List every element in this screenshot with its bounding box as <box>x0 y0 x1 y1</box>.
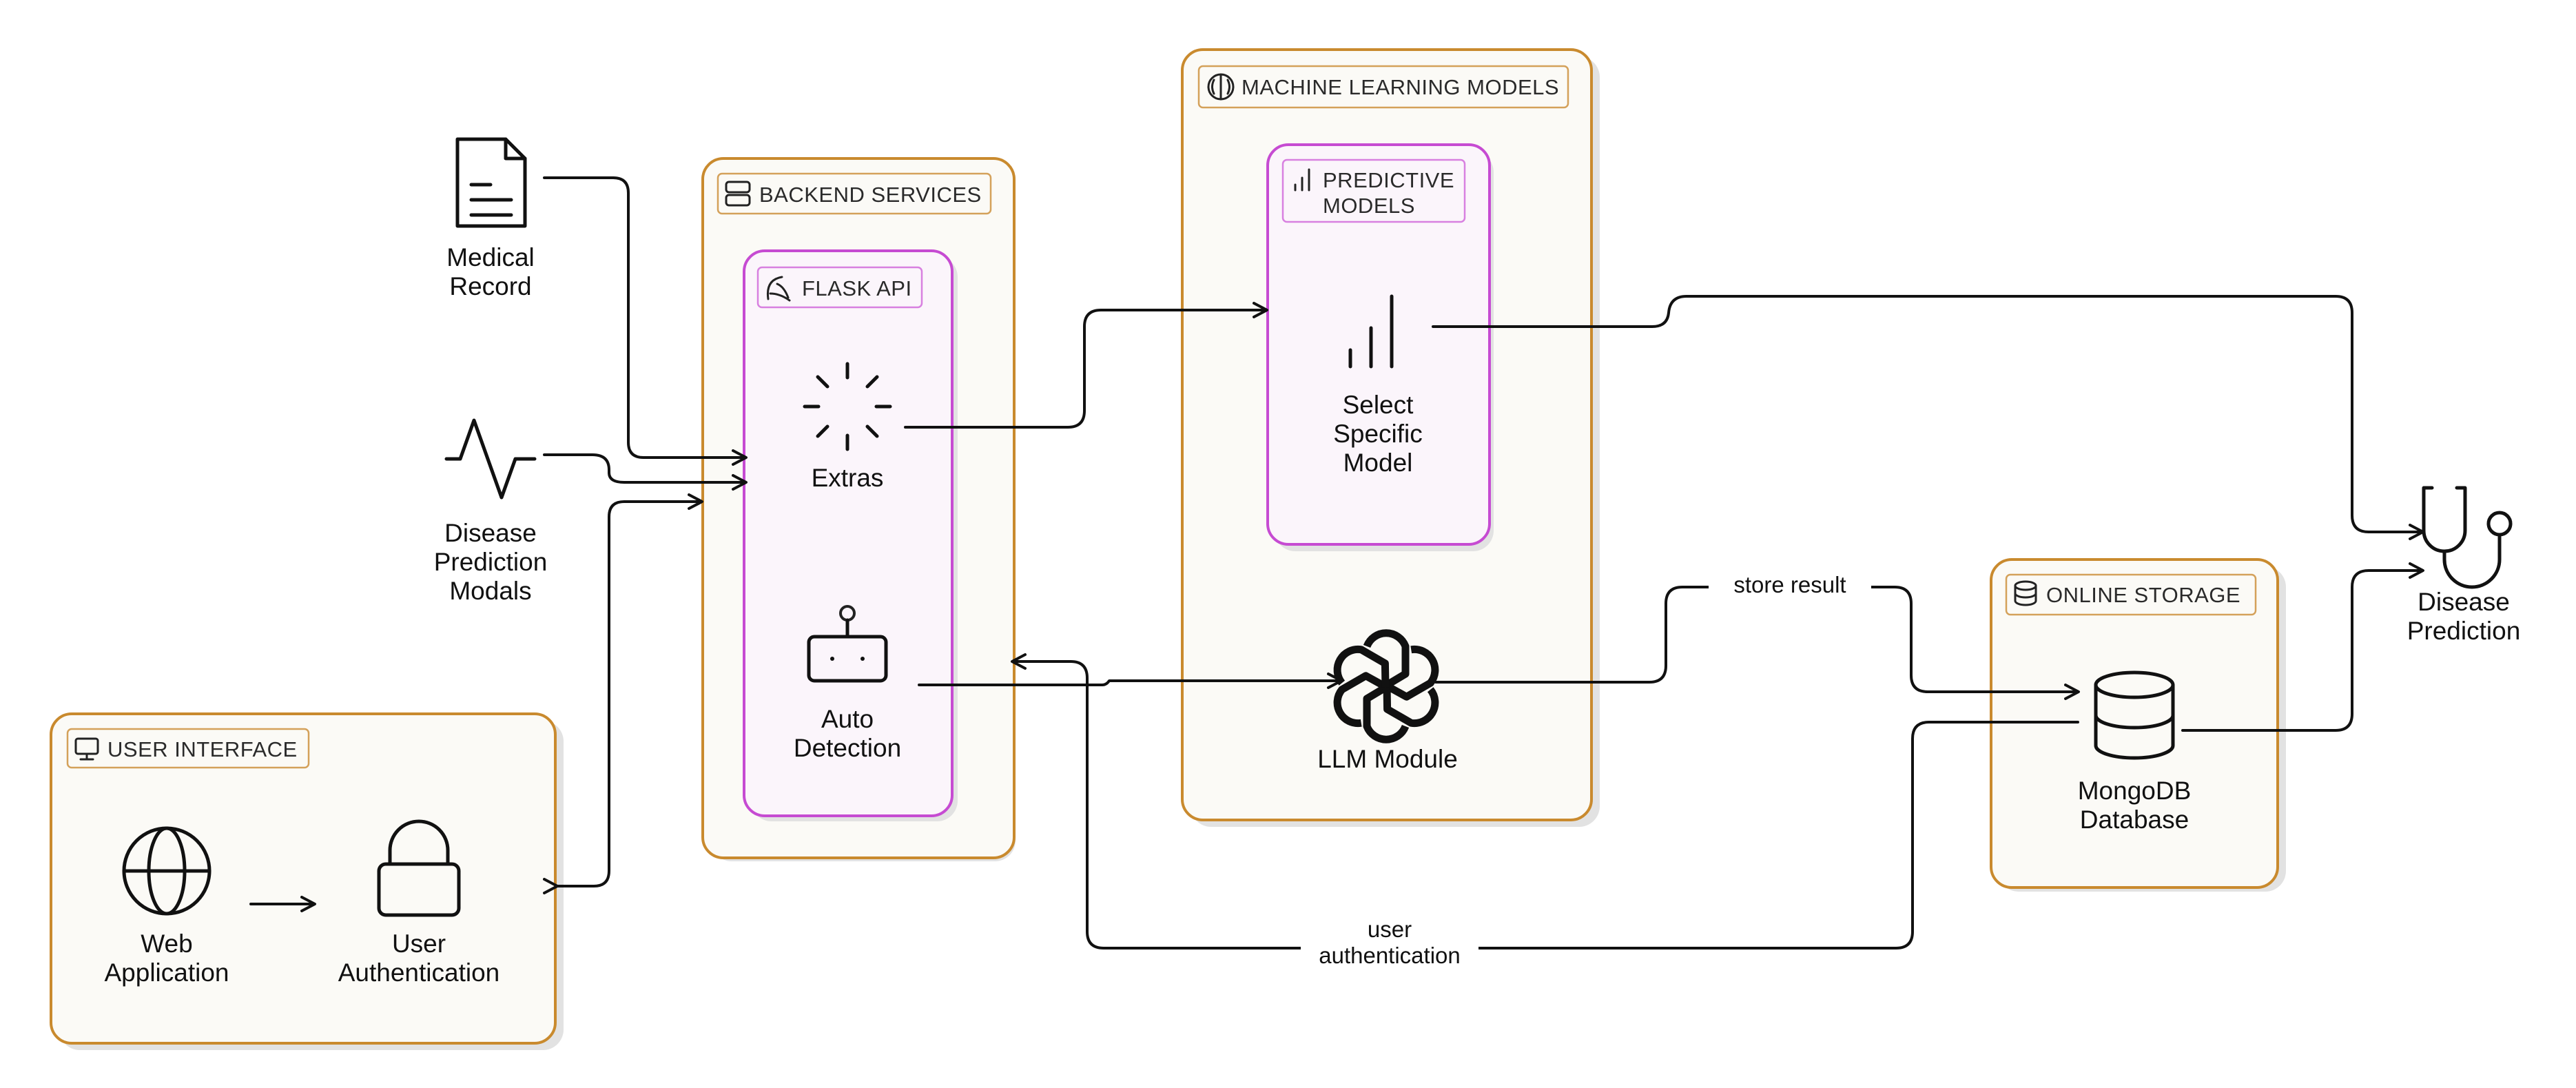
svg-text:Model: Model <box>1343 449 1413 477</box>
node-disease-prediction-modals[interactable]: Disease Prediction Modals <box>434 418 548 605</box>
svg-text:Modals: Modals <box>449 577 531 605</box>
group-predictive-models: PREDICTIVE MODELS <box>1266 143 1494 551</box>
flask-icon <box>766 276 791 302</box>
svg-text:Specific: Specific <box>1333 420 1423 448</box>
brain-icon <box>1207 73 1235 101</box>
node-disease-prediction[interactable]: Disease Prediction <box>2407 486 2521 645</box>
group-title-backend-services: BACKEND SERVICES <box>759 183 982 207</box>
edge-ui-to-backend <box>543 493 703 894</box>
svg-text:User: User <box>392 930 446 958</box>
group-flask-api: FLASK API <box>743 249 958 821</box>
group-online-storage: ONLINE STORAGE <box>1990 558 2286 892</box>
bar-chart-icon <box>1348 294 1394 369</box>
robot-icon <box>807 605 888 683</box>
node-web-application[interactable]: Web Application <box>104 826 229 987</box>
node-auto-detection[interactable]: Auto Detection <box>794 605 901 762</box>
node-mongodb-database[interactable]: MongoDB Database <box>2078 670 2192 834</box>
node-llm-module[interactable]: LLM Module <box>1317 629 1458 773</box>
edge-model-to-disease-prediction <box>1432 295 2424 540</box>
node-medical-record[interactable]: Medical Record <box>446 137 535 300</box>
svg-text:Prediction: Prediction <box>2407 617 2521 645</box>
globe-icon <box>122 826 212 916</box>
pulse-icon <box>444 418 537 500</box>
node-extras[interactable]: Extras <box>803 362 892 492</box>
svg-text:Record: Record <box>449 272 531 300</box>
svg-text:Disease: Disease <box>444 519 537 547</box>
svg-text:authentication: authentication <box>1319 943 1461 968</box>
signal-icon <box>1294 168 1310 192</box>
database-small-icon <box>2014 580 2037 606</box>
edge-mongodb-to-auto-detection <box>1011 653 2079 950</box>
edge-extras-to-predictive <box>904 302 1268 429</box>
svg-text:Auto: Auto <box>821 705 874 733</box>
stethoscope-icon <box>2422 486 2513 589</box>
group-title-online-storage: ONLINE STORAGE <box>2046 583 2240 607</box>
server-icon <box>725 181 751 207</box>
svg-text:Prediction: Prediction <box>434 548 548 576</box>
group-user-interface: USER INTERFACE <box>50 712 564 1050</box>
group-title-user-interface: USER INTERFACE <box>107 737 298 761</box>
loader-icon <box>803 362 892 451</box>
svg-text:Detection: Detection <box>794 734 901 762</box>
openai-icon <box>1333 629 1439 743</box>
edge-auto-detection-to-llm <box>918 673 1343 689</box>
svg-text:MongoDB: MongoDB <box>2078 777 2192 805</box>
svg-text:Medical: Medical <box>446 243 535 271</box>
svg-text:Web: Web <box>141 930 192 958</box>
svg-text:Application: Application <box>104 958 229 987</box>
svg-text:LLM Module: LLM Module <box>1317 745 1458 773</box>
database-icon <box>2094 670 2175 760</box>
group-title-predictive-models-line2: MODELS <box>1323 194 1415 218</box>
document-icon <box>455 137 527 228</box>
group-title-predictive-models-line1: PREDICTIVE <box>1323 168 1454 192</box>
edge-disease-modals-to-extras <box>543 453 748 491</box>
edge-label-user-authentication: user authentication <box>1301 914 1478 977</box>
svg-text:Disease: Disease <box>2418 588 2510 616</box>
lock-icon <box>377 819 461 917</box>
edge-mongodb-to-disease-prediction <box>2181 562 2424 732</box>
monitor-icon <box>74 737 99 761</box>
svg-text:Select: Select <box>1343 391 1414 419</box>
svg-text:Database: Database <box>2080 805 2189 834</box>
node-user-authentication[interactable]: User Authentication <box>338 819 500 987</box>
group-title-machine-learning-models: MACHINE LEARNING MODELS <box>1241 75 1559 99</box>
edge-medical-record-to-extras <box>543 176 748 466</box>
edge-label-store-result: store result <box>1709 566 1871 602</box>
node-select-specific-model[interactable]: Select Specific Model <box>1333 294 1423 477</box>
svg-text:user: user <box>1368 916 1412 942</box>
group-title-flask-api: FLASK API <box>802 276 912 300</box>
svg-text:store result: store result <box>1733 572 1846 597</box>
svg-text:Extras: Extras <box>812 464 884 492</box>
svg-text:Authentication: Authentication <box>338 958 500 987</box>
